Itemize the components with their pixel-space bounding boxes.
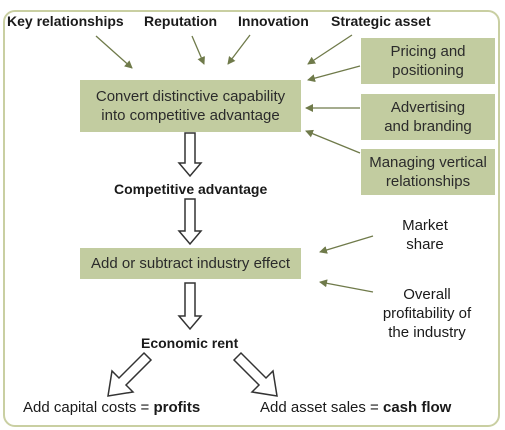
arrow-key-relationships [95,35,133,69]
convert-capability-box: Convert distinctive capability into comp… [80,80,301,132]
advertising-branding-box: Advertising and branding [361,94,495,140]
profits-term: profits [153,399,201,416]
block-arrow-to-cash-flow [232,351,278,397]
block-arrow-to-profits [107,351,153,397]
arrow-reputation [191,35,205,65]
managing-vertical-relationships-box: Managing vertical relationships [361,149,495,195]
driver-reputation: Reputation [144,13,218,29]
arrow-profitability [319,279,374,293]
diagram-frame [3,10,500,427]
competitive-advantage-label: Competitive advantage [114,181,268,197]
overall-profitability-label: Overall profitability of the industry [382,286,472,341]
block-arrow-to-industry-effect [177,198,203,246]
arrow-pricing [307,65,361,83]
arrow-strategic-asset [307,34,353,65]
block-arrow-to-economic-rent [177,282,203,331]
arrow-innovation [227,34,251,65]
block-arrow-to-competitive-advantage [177,132,203,178]
economic-rent-label: Economic rent [141,335,239,351]
market-share-label: Market share [402,217,448,253]
arrow-vertical [305,129,361,154]
pricing-positioning-box: Pricing and positioning [361,38,495,84]
driver-innovation: Innovation [238,13,309,29]
cash-flow-outcome: Add asset sales = cash flow [260,399,452,416]
cash-flow-term: cash flow [383,399,452,416]
industry-effect-box: Add or subtract industry effect [80,248,301,279]
driver-strategic-asset: Strategic asset [331,13,431,29]
profits-outcome: Add capital costs = profits [23,399,201,416]
driver-key-relationships: Key relationships [7,13,124,29]
arrow-market-share [319,235,374,254]
